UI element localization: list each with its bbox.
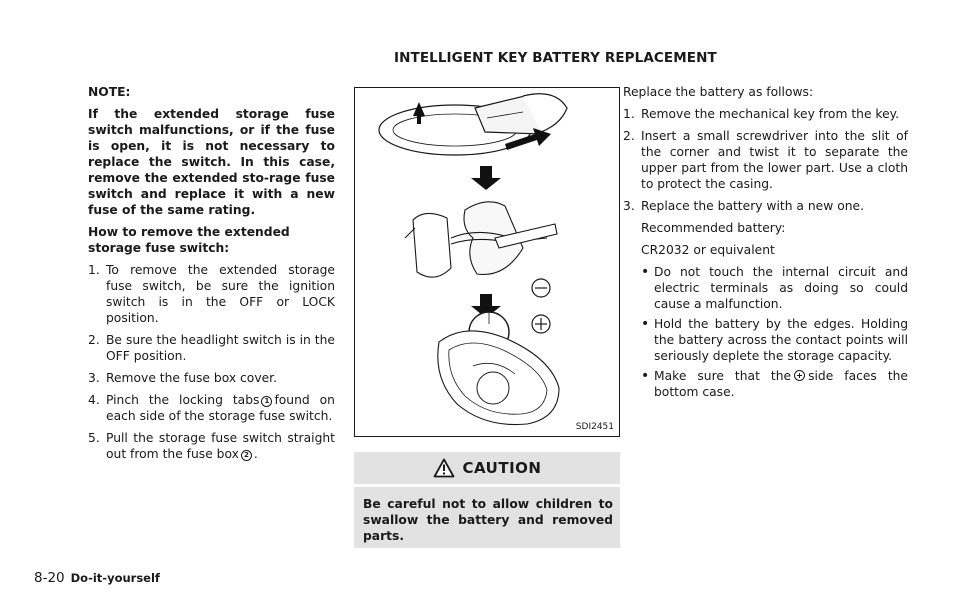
howto-heading: How to remove the extended storage fuse … [88, 225, 290, 255]
step-text: Remove the fuse box cover. [106, 371, 278, 385]
battery-bullets: Do not touch the internal circuit and el… [623, 264, 908, 400]
step-text: found on each side of the storage fuse s… [106, 393, 335, 423]
step-number: 1. [88, 263, 100, 277]
replace-intro: Replace the battery as follows: [623, 85, 814, 99]
recommended-battery-value: CR2032 or equivalent [641, 243, 775, 257]
step-text: Pull the storage fuse switch straight ou… [106, 431, 335, 461]
figure-code: SDI2451 [575, 422, 614, 432]
step-number: 1. [623, 107, 635, 121]
section-heading: INTELLIGENT KEY BATTERY REPLACEMENT [394, 50, 717, 66]
callout-marker-2: 2 [240, 450, 252, 461]
minus-symbol-icon [531, 278, 551, 298]
list-item: 5. Pull the storage fuse switch straight… [88, 430, 335, 462]
recommended-battery-label: Recommended battery: [641, 221, 786, 235]
step-text: . [253, 447, 258, 461]
list-item: 1. To remove the extended storage fuse s… [88, 262, 335, 326]
note-body: If the extended storage fuse switch malf… [88, 107, 335, 217]
step-number: 2. [623, 129, 635, 143]
step-number: 5. [88, 431, 100, 445]
step-number: 4. [88, 393, 100, 407]
caution-title: CAUTION [462, 459, 542, 477]
fuse-steps-list: 1. To remove the extended storage fuse s… [88, 262, 335, 462]
step-text: Pinch the locking tabs [106, 393, 260, 407]
bullet-text: Hold the battery by the edges. Holding t… [654, 317, 908, 363]
step-text: To remove the extended storage fuse swit… [106, 263, 335, 325]
down-arrow-icon [471, 166, 501, 190]
case-opening-drawing [404, 201, 558, 278]
caution-header: CAUTION [354, 452, 620, 487]
right-column: Replace the battery as follows: 1. Remov… [623, 84, 908, 404]
bullet-text: Do not touch the internal circuit and el… [654, 265, 908, 311]
list-item: 2. Insert a small screwdriver into the s… [623, 128, 908, 192]
list-item: 2. Be sure the headlight switch is in th… [88, 332, 335, 364]
callout-marker-1: 1 [261, 396, 273, 407]
warning-triangle-icon [433, 458, 454, 478]
list-item: Do not touch the internal circuit and el… [641, 264, 908, 312]
key-fob-drawing [378, 93, 568, 156]
left-column: NOTE: If the extended storage fuse switc… [88, 84, 335, 468]
step-text: Be sure the headlight switch is in the O… [106, 333, 335, 363]
plus-terminal-icon [794, 370, 806, 381]
list-item: 1. Remove the mechanical key from the ke… [623, 106, 908, 122]
list-item: 3. Replace the battery with a new one. [623, 198, 908, 214]
step-number: 3. [88, 371, 100, 385]
caution-text: Be careful not to allow children to swal… [363, 497, 613, 543]
battery-replacement-figure: SDI2451 [354, 87, 620, 437]
list-item: 3. Remove the fuse box cover. [88, 370, 335, 386]
step-number: 3. [623, 199, 635, 213]
battery-illustration [378, 93, 568, 426]
up-arrow-icon [413, 102, 425, 124]
bottom-case-drawing [437, 330, 560, 426]
step-text: Insert a small screwdriver into the slit… [641, 129, 908, 191]
right-arrow-icon [505, 128, 551, 150]
bullet-text: Make sure that the [654, 369, 792, 383]
plus-symbol-icon [531, 314, 551, 334]
battery-steps-list: 1. Remove the mechanical key from the ke… [623, 106, 908, 214]
caution-box: CAUTION Be careful not to allow children… [354, 452, 620, 548]
bullet-text: side faces the bottom case. [654, 369, 909, 399]
page-footer: 8-20 Do-it-yourself [34, 570, 160, 586]
step-text: Replace the battery with a new one. [641, 199, 864, 213]
list-item: Hold the battery by the edges. Holding t… [641, 316, 908, 364]
page-number: 8-20 [34, 570, 65, 586]
step-text: Remove the mechanical key from the key. [641, 107, 900, 121]
section-name: Do-it-yourself [70, 571, 160, 585]
note-label: NOTE: [88, 85, 131, 99]
step-number: 2. [88, 333, 100, 347]
